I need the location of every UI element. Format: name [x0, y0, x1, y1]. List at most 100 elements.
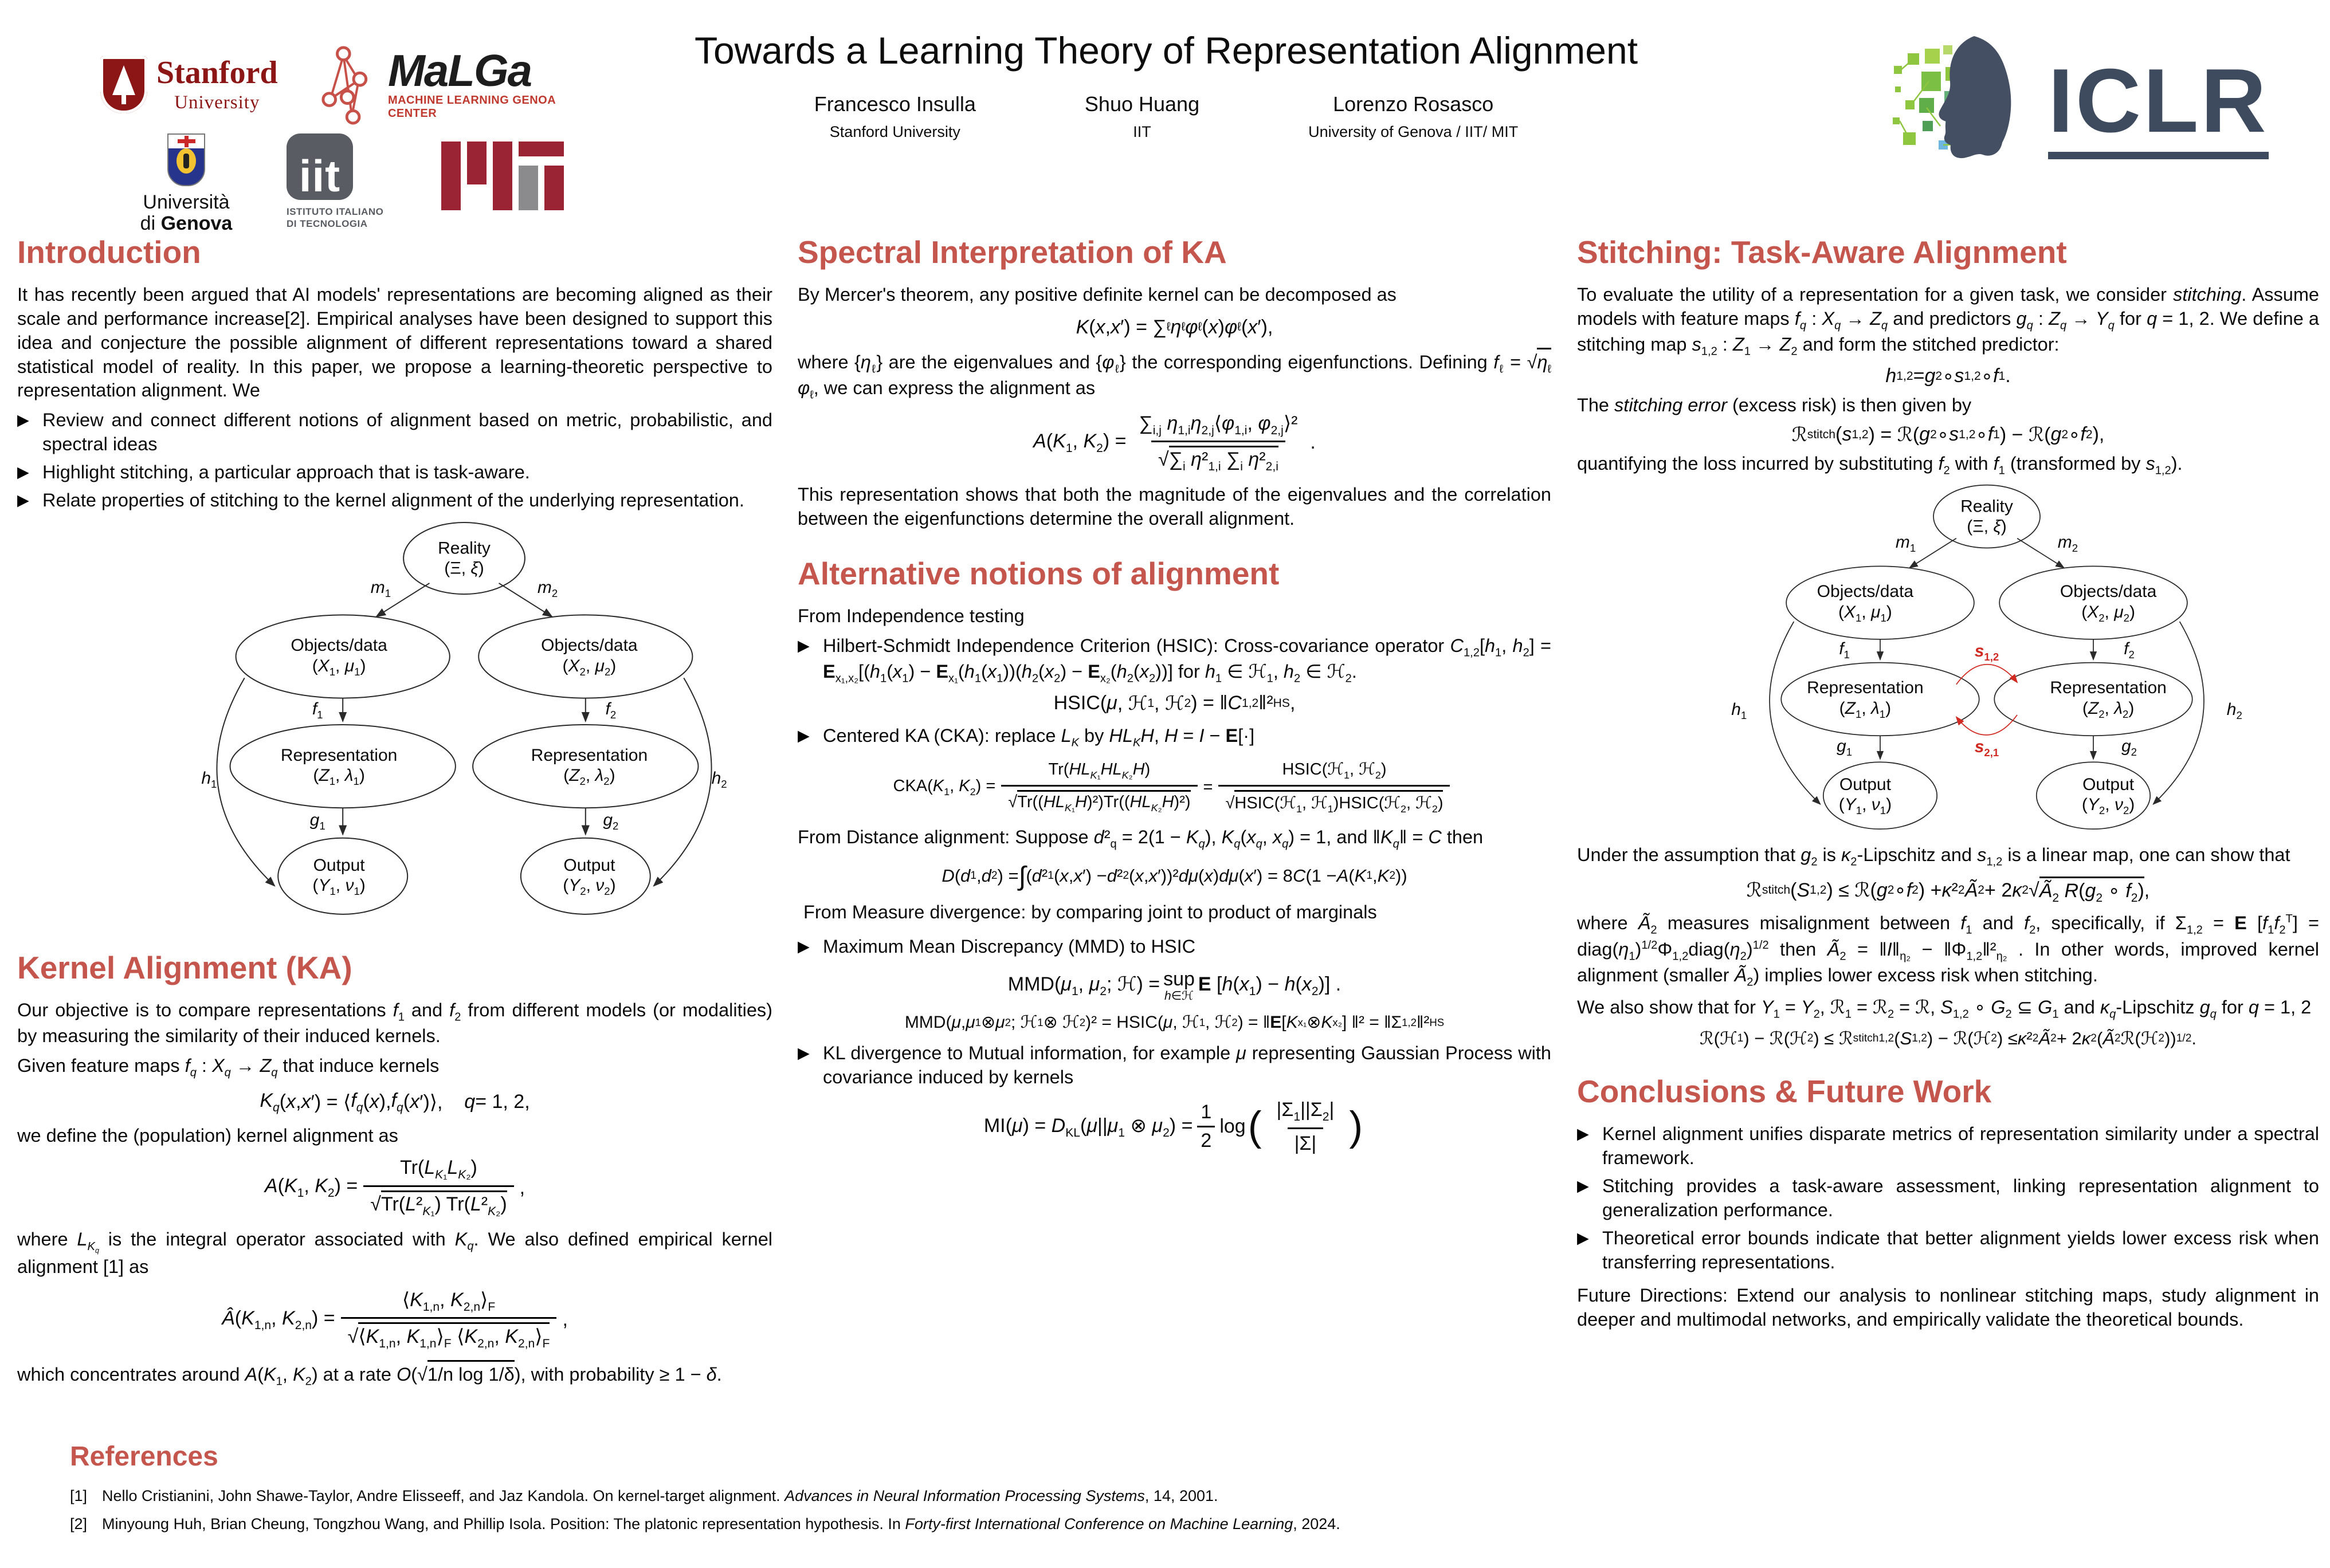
node-representation-1: Representation(Z1, λ1): [280, 745, 398, 787]
alt-bullet-hsic: ▶Hilbert-Schmidt Independence Criterion …: [798, 635, 1551, 685]
column-stitching: Stitching: Task-Aware Alignment To evalu…: [1577, 235, 2320, 1338]
author-2: Shuo Huang IIT: [1085, 92, 1199, 141]
edge-label-s21: s2,1: [1974, 737, 1999, 759]
edge-label-g2: g2: [2121, 737, 2137, 759]
malga-logo: MaLGa MACHINE LEARNING GENOA CENTER: [318, 45, 605, 125]
ka-kernel-formula: Kq(x, x′) = ⟨fq(x), fq(x′)⟩, q = 1, 2,: [260, 1089, 530, 1114]
references-section: References [1] Nello Cristianini, John S…: [70, 1442, 2225, 1543]
ka-paragraph-4: where LKq is the integral operator assoc…: [17, 1229, 772, 1277]
cka-formula: CKA(K1, K2) = Tr(HLK₁HLK₂H)√Tr((HLK₁H)²)…: [798, 759, 1551, 815]
author-name: Francesco Insulla: [814, 92, 976, 116]
spectral-paragraph-2: where {ηℓ} are the eigenvalues and {φℓ} …: [798, 347, 1551, 403]
bullet-icon: ▶: [17, 463, 29, 481]
reference-label: [1]: [70, 1487, 88, 1505]
malga-logo-sub: MACHINE LEARNING GENOA CENTER: [387, 94, 556, 120]
reference-item-1: [1] Nello Cristianini, John Shawe-Taylor…: [70, 1486, 2225, 1506]
unige-shield-icon: [167, 133, 205, 186]
intro-bullet-2: ▶Highlight stitching, a particular appro…: [17, 461, 772, 485]
intro-bullet-3: ▶Relate properties of stitching to the k…: [17, 489, 772, 513]
logo-row-top: Stanford University: [100, 45, 605, 125]
edge-label-h1: h1: [1731, 699, 1747, 721]
poster-title: Towards a Learning Theory of Representat…: [694, 29, 1638, 72]
iclr-underline: [2048, 152, 2269, 159]
malga-logo-name: MaLGa: [387, 45, 532, 96]
stanford-logo-name: Stanford: [156, 54, 278, 91]
ka-paragraph-1: Our objective is to compare representati…: [17, 999, 772, 1047]
conclusions-heading: Conclusions & Future Work: [1577, 1074, 1992, 1110]
ka-paragraph-2: Given feature maps fq : Xq → Zq that ind…: [17, 1055, 440, 1079]
edge-label-h2: h2: [711, 768, 727, 790]
author-name: Lorenzo Rosasco: [1333, 92, 1494, 116]
author-affiliation: IIT: [1133, 123, 1151, 140]
unige-logo-line1: Università: [143, 191, 230, 213]
bullet-icon: ▶: [1577, 1177, 1589, 1194]
stitch-paragraph-4: Under the assumption that g2 is κ2-Lipsc…: [1577, 844, 2290, 869]
reference-item-2: [2] Minyoung Huh, Brian Cheung, Tongzhou…: [70, 1514, 2225, 1534]
intro-heading: Introduction: [17, 234, 201, 270]
alt-bullet-kl: ▶KL divergence to Mutual information, fo…: [798, 1042, 1551, 1090]
node-reality: Reality(Ξ, ξ): [438, 539, 491, 578]
iit-box-icon: iit: [287, 133, 353, 200]
bullet-icon: ▶: [17, 492, 29, 509]
node-output-1: Output(Y1, ν1): [312, 855, 366, 897]
bullet-icon: ▶: [1577, 1229, 1589, 1247]
stitch-paragraph-6: We also show that for Y1 = Y2, ℛ1 = ℛ2 =…: [1577, 996, 2312, 1021]
edge-label-f2: f2: [2124, 639, 2135, 661]
alt-sub-measure: From Measure divergence: by comparing jo…: [803, 902, 1377, 923]
spectral-paragraph-1: By Mercer's theorem, any positive defini…: [798, 284, 1397, 305]
unige-logo: Università di Genova: [132, 133, 241, 235]
stanford-logo: Stanford University: [100, 56, 278, 113]
edge-label-h1: h1: [201, 768, 217, 790]
unige-logo-line2: di Genova: [140, 213, 233, 235]
node-representation-2: Representation(Z2, λ2): [2050, 678, 2167, 720]
edge-label-f1: f1: [312, 699, 323, 721]
author-3: Lorenzo Rosasco University of Genova / I…: [1308, 92, 1518, 141]
conclusions-bullet-list: ▶Kernel alignment unifies disparate metr…: [1577, 1122, 2319, 1275]
alt-bullet-cka: ▶Centered KA (CKA): replace LK by HLKH, …: [798, 725, 1255, 749]
representation-flow-diagram: Reality(Ξ, ξ) Objects/data(X1, μ1) Objec…: [166, 521, 762, 925]
column-introduction: Introduction It has recently been argued…: [17, 234, 772, 1395]
stitch-paragraph-2: The stitching error (excess risk) is the…: [1577, 394, 1972, 415]
edge-label-g1: g1: [1837, 737, 1853, 759]
edge-label-s12: s1,2: [1974, 641, 1999, 663]
conclusion-bullet-3: ▶Theoretical error bounds indicate that …: [1577, 1227, 2319, 1275]
stitch-paragraph-1: To evaluate the utility of a representat…: [1577, 284, 2320, 358]
ka-paragraph-3: we define the (population) kernel alignm…: [17, 1125, 398, 1146]
alt-bullet-mmd: ▶Maximum Mean Discrepancy (MMD) to HSIC: [798, 935, 1551, 959]
stitch-paragraph-3: quantifying the loss incurred by substit…: [1577, 453, 2183, 477]
intro-bullet-1: ▶Review and connect different notions of…: [17, 408, 772, 457]
ka-alignment-formula: A(K1, K2) = Tr(LK₁LK₂)√Tr(L²K₁) Tr(L²K₂)…: [264, 1157, 525, 1219]
edge-label-m1: m1: [370, 578, 391, 600]
reference-text: Minyoung Huh, Brian Cheung, Tongzhou Wan…: [102, 1515, 1340, 1533]
bullet-icon: ▶: [798, 1044, 810, 1062]
column-spectral: Spectral Interpretation of KA By Mercer'…: [798, 235, 1551, 1164]
bullet-icon: ▶: [798, 726, 810, 744]
spectral-alignment-formula: A(K1, K2) = ∑i,j η1,iη2,j⟨φ1,i, φ2,j⟩²√∑…: [1033, 412, 1316, 474]
bullet-icon: ▶: [17, 411, 29, 429]
intro-paragraph: It has recently been argued that AI mode…: [17, 284, 772, 401]
author-1: Francesco Insulla Stanford University: [814, 92, 976, 141]
node-output-2: Output(Y2, ν2): [563, 855, 616, 897]
bullet-icon: ▶: [1577, 1125, 1589, 1143]
alt-sub-distance: From Distance alignment: Suppose d²q = 2…: [798, 826, 1484, 851]
node-objects-2: Objects/data(X2, μ2): [541, 636, 638, 678]
edge-label-m2: m2: [537, 578, 558, 600]
edge-label-g1: g1: [309, 811, 325, 832]
node-objects-1: Objects/data(X1, μ1): [291, 636, 387, 678]
malga-network-icon: [321, 46, 367, 125]
iclr-face-icon: [1893, 36, 2011, 158]
edge-label-f1: f1: [1839, 639, 1850, 661]
alt-heading: Alternative notions of alignment: [798, 556, 1280, 592]
stanford-logo-sub: University: [174, 92, 260, 113]
edge-label-f2: f2: [605, 699, 617, 721]
conclusion-bullet-1: ▶Kernel alignment unifies disparate metr…: [1577, 1122, 2319, 1170]
node-reality: Reality(Ξ, ξ): [1960, 497, 2013, 536]
